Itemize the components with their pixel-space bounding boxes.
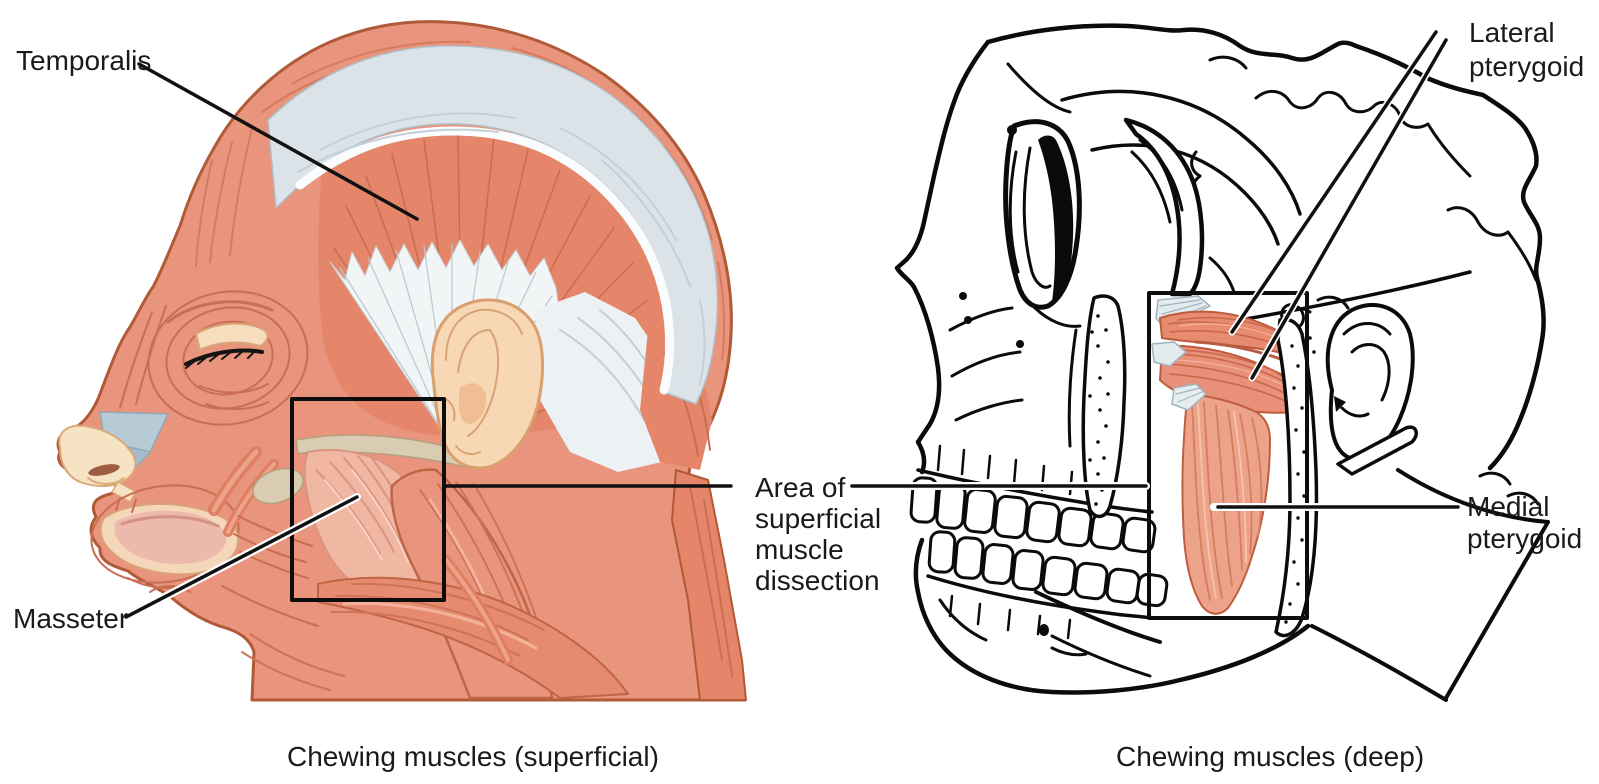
temporal-lines	[1060, 89, 1472, 322]
label-area-of-dissection: Area of superficial muscle dissection	[755, 472, 881, 596]
mandible	[913, 537, 1311, 695]
galea-aponeurotica	[267, 45, 719, 405]
temporalis-leader-line	[137, 62, 419, 221]
label-line: Lateral	[1469, 17, 1555, 48]
nose-tip-skin	[58, 424, 137, 488]
lateral-pterygoid-leader-line-1	[1230, 30, 1438, 334]
columella	[111, 481, 137, 503]
label-temporalis: Temporalis	[16, 45, 152, 76]
supraorbital-foramen	[1007, 125, 1017, 135]
label-masseter: Masseter	[13, 603, 129, 634]
lateral-pterygoid-leader-line-2	[1250, 38, 1448, 380]
galea-highlight	[295, 126, 675, 395]
label-line: Medial	[1467, 491, 1550, 522]
superficial-head-illustration	[56, 20, 747, 702]
suture-lines	[1190, 55, 1538, 282]
orbit	[1003, 119, 1082, 310]
dissection-box-left	[290, 397, 446, 602]
mouth-group	[90, 484, 240, 593]
teeth	[909, 476, 1169, 608]
label-line: dissection	[755, 565, 880, 596]
cranium-outline	[985, 23, 1546, 471]
neck-outline-lines	[1310, 468, 1550, 702]
dissection-box-right	[1147, 291, 1309, 620]
caption-deep: Chewing muscles (deep)	[1116, 741, 1425, 772]
leader-lines	[122, 28, 1462, 621]
label-line: pterygoid	[1469, 51, 1585, 82]
label-line: Area of	[755, 472, 846, 503]
nostril	[88, 464, 120, 476]
mandible-ramus-strip	[1274, 303, 1319, 638]
label-line: pterygoid	[1467, 523, 1583, 554]
coronoid-band	[1123, 117, 1236, 297]
galea-streaks	[297, 112, 706, 385]
neck-muscles	[241, 468, 747, 701]
eyelid	[195, 322, 269, 351]
nose-group	[58, 305, 169, 503]
styloid-process	[1336, 425, 1418, 476]
label-medial-pterygoid: Medial pterygoid	[1467, 491, 1582, 555]
brow-fold	[166, 300, 274, 324]
ear	[430, 298, 545, 470]
skull-front-profile	[894, 39, 991, 475]
deep-skull-illustration	[894, 23, 1550, 702]
label-line: muscle	[755, 534, 844, 565]
masseter-leader-line	[124, 495, 359, 619]
mouth-interior	[114, 510, 227, 564]
caption-superficial: Chewing muscles (superficial)	[287, 741, 659, 772]
zygomatic-stub	[1067, 294, 1127, 519]
skull-ear	[1325, 302, 1418, 476]
brow-ridge-line	[1006, 62, 1072, 114]
eye-group	[147, 290, 309, 426]
mental-foramen	[1039, 624, 1049, 636]
label-line: superficial	[755, 503, 882, 534]
eyelash-spikes	[185, 349, 257, 369]
label-lateral-pterygoid: Lateral pterygoid	[1469, 16, 1584, 84]
